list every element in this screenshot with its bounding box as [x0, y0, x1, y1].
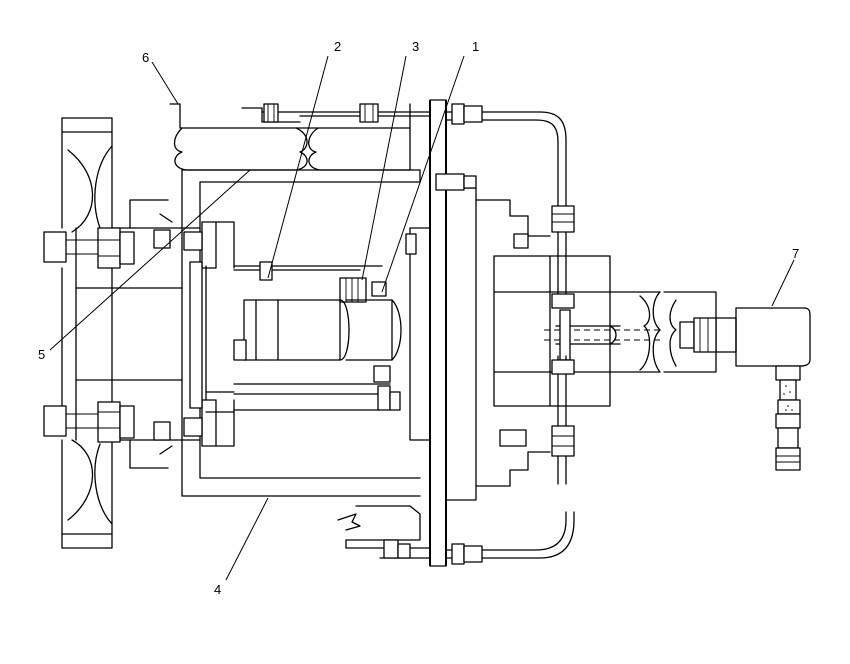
center-mounting-plate: [390, 100, 550, 566]
leader-1: [382, 56, 464, 292]
upper-bellows-part-6: [170, 104, 430, 170]
callout-6: 6: [142, 50, 149, 65]
callout-7: 7: [792, 246, 799, 261]
inner-rotor-assembly: [206, 262, 401, 412]
leader-7: [772, 260, 794, 306]
hydraulic-lines: [446, 104, 574, 564]
lower-bellows-fragment: [338, 506, 430, 558]
leader-6: [152, 62, 178, 104]
leader-lines: [50, 56, 794, 580]
leader-4: [226, 498, 268, 580]
leader-3: [362, 56, 406, 280]
leader-5: [50, 170, 250, 350]
left-coupling-flange: [44, 118, 182, 548]
main-housing-part-4: [182, 170, 420, 496]
callout-1: 1: [472, 39, 479, 54]
callout-labels: 1 2 3 4 5 6 7: [38, 39, 799, 597]
callout-3: 3: [412, 39, 419, 54]
sensor-part-7: [680, 308, 810, 470]
leader-2: [268, 56, 328, 278]
callout-2: 2: [334, 39, 341, 54]
callout-4: 4: [214, 582, 221, 597]
right-hub-and-shaft: [494, 256, 716, 406]
callout-5: 5: [38, 347, 45, 362]
